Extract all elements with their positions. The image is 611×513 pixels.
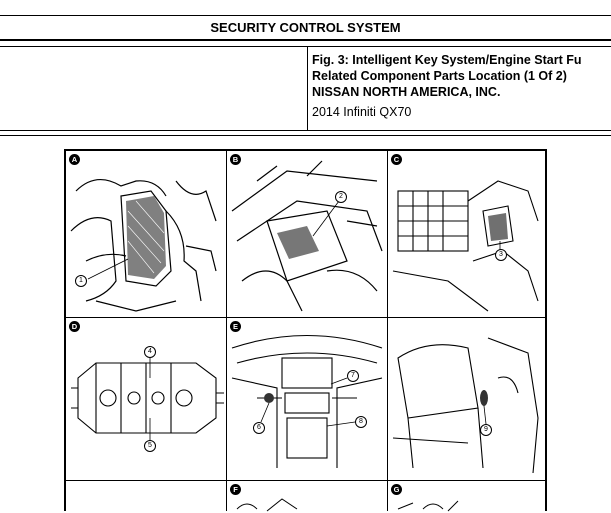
vehicle-model: 2014 Infiniti QX70 [312,105,412,119]
panel-unlabeled-1: 9 [388,318,547,480]
figure-title-line-1: Fig. 3: Intelligent Key System/Engine St… [312,53,582,67]
callout-marker: 4 [144,346,156,358]
panel-letter: E [230,321,241,332]
panel-a: A 1 [66,151,226,317]
figure-info-block: Fig. 3: Intelligent Key System/Engine St… [0,46,611,131]
panel-c-drawing [392,180,539,312]
panel-e-drawing [231,335,383,468]
panel-letter: A [69,154,80,165]
callout-marker: 6 [253,422,265,434]
info-divider [307,47,308,130]
panel-d: D 4 5 [66,318,226,480]
panel-unlabeled-2 [66,481,226,513]
grid-divider [66,317,545,318]
section-header: SECURITY CONTROL SYSTEM [0,15,611,41]
section-title: SECURITY CONTROL SYSTEM [210,20,401,35]
figure-info-text: Fig. 3: Intelligent Key System/Engine St… [312,52,611,120]
panel-a-drawing [70,179,217,312]
panel-f: F [227,481,387,513]
callout-marker: 3 [495,249,507,261]
panel-letter: B [230,154,241,165]
panel-letter: D [69,321,80,332]
panel-f-drawing [236,498,298,512]
panel-b: B 2 [227,151,387,317]
info-bottom-rule [0,135,611,136]
callout-marker: 7 [347,370,359,382]
panel-drawing [392,337,539,474]
figure-title-line-2: Related Component Parts Location (1 Of 2… [312,69,567,83]
panel-letter: C [391,154,402,165]
panel-letter: F [230,484,241,495]
panel-letter: G [391,484,402,495]
panel-c: C 3 [388,151,547,317]
panel-g: G [388,481,547,513]
panel-d-drawing [71,356,224,440]
grid-divider [66,480,545,481]
panel-g-drawing [397,500,459,512]
panel-b-drawing [231,160,383,312]
grid-divider [226,151,227,511]
panel-e: E 6 7 8 [227,318,387,480]
callout-marker: 8 [355,416,367,428]
grid-divider [387,151,388,511]
component-location-figure: A 1 B 2 [64,149,547,513]
callout-marker: 5 [144,440,156,452]
publisher-name: NISSAN NORTH AMERICA, INC. [312,85,501,99]
callout-marker: 2 [335,191,347,203]
callout-marker: 1 [75,275,87,287]
callout-marker: 9 [480,424,492,436]
